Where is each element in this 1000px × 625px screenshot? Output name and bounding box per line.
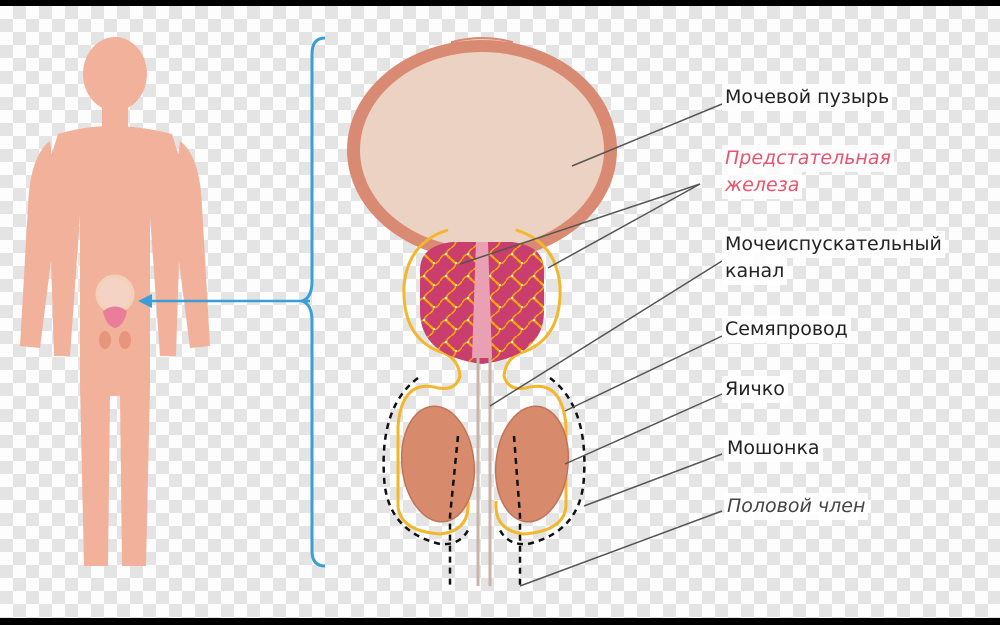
label-urethra-line1: Мочеиспускательный	[722, 231, 945, 258]
label-bladder: Мочевой пузырь	[722, 84, 893, 111]
scrotum-outline	[382, 376, 586, 546]
bladder	[347, 37, 617, 260]
label-penis: Половой член	[724, 493, 869, 520]
human-silhouette	[20, 37, 210, 566]
label-urethra-line2: канал	[722, 258, 788, 285]
urethra	[476, 356, 492, 586]
testicles	[400, 405, 570, 523]
anatomy-diagram	[20, 36, 723, 587]
pointer-arrow	[138, 294, 310, 308]
label-prostate-line1: Предстательная	[722, 145, 894, 172]
label-vas-deferens: Семяпровод	[722, 316, 851, 343]
bracket	[296, 36, 326, 568]
vas-deferens	[448, 435, 522, 586]
label-scrotum: Мошонка	[724, 435, 823, 462]
label-testicle: Яичко	[722, 376, 788, 403]
label-prostate-line2: железа	[722, 172, 803, 199]
gland-outline	[396, 228, 568, 536]
prostate	[420, 242, 544, 364]
diagram-canvas: Мочевой пузырь Предстательная железа Моч…	[0, 6, 1000, 618]
leader-lines	[459, 103, 723, 587]
